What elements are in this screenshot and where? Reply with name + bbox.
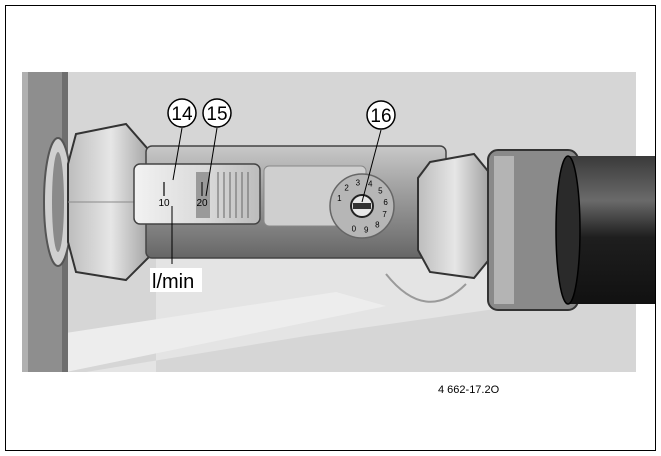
figure-code: 4 662-17.2O <box>438 384 500 396</box>
dial-digit-3: 3 <box>356 178 361 187</box>
black-hose <box>566 156 655 304</box>
callout-15: 15 <box>206 104 227 125</box>
scale-mark-10: 10 <box>158 198 170 209</box>
callout-15-circle <box>202 98 232 128</box>
dial-digit-1: 1 <box>337 194 342 203</box>
dial-digit-7: 7 <box>382 210 387 219</box>
dial-digit-4: 4 <box>368 179 373 188</box>
unit-label: l/min <box>152 271 194 293</box>
dial-digit-6: 6 <box>383 198 388 207</box>
leader-16 <box>361 129 382 203</box>
dial-digit-9: 9 <box>364 226 369 235</box>
dial-digit-5: 5 <box>378 187 383 196</box>
scale-mark-20: 20 <box>196 198 208 209</box>
dial-digit-2: 2 <box>344 184 349 193</box>
callout-16: 16 <box>370 106 391 127</box>
leader-14 <box>172 127 183 181</box>
float-indicator <box>196 172 210 218</box>
leader-15 <box>205 127 218 197</box>
right-hex-nut <box>417 152 493 280</box>
dial-digit-0: 0 <box>352 225 357 234</box>
dial-digit-8: 8 <box>375 220 380 229</box>
callout-14-circle <box>167 98 197 128</box>
callout-16-circle <box>366 100 396 130</box>
callout-14: 14 <box>171 104 193 125</box>
